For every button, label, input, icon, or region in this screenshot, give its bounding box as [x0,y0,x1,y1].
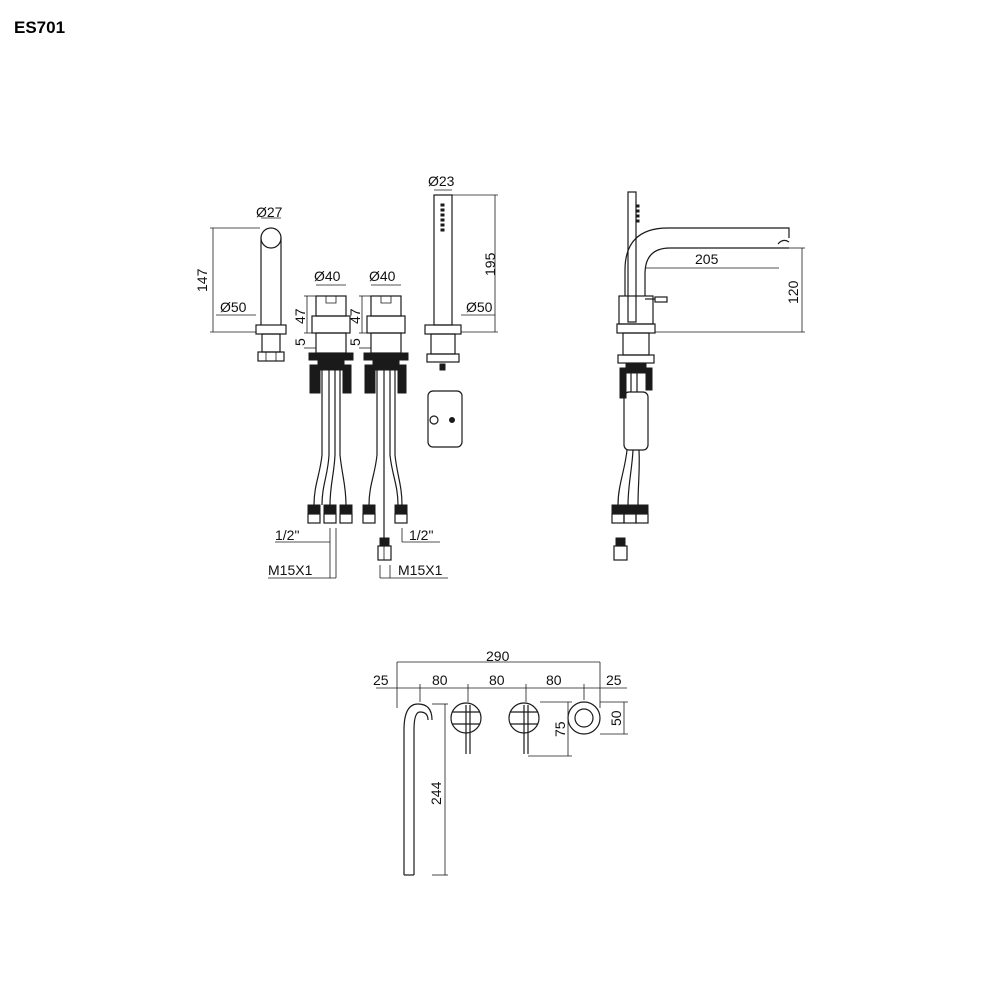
dim-half-inch-a: 1/2" [275,527,299,543]
dim-5-a: 5 [292,338,308,346]
dim-half-inch-b: 1/2" [409,527,433,543]
drawing-title: ES701 [14,18,65,37]
dim-d40-a: Ø40 [314,268,341,284]
dim-244: 244 [428,781,444,805]
dim-d23: Ø23 [428,173,455,189]
dim-25-left: 25 [373,672,389,688]
dim-50: 50 [608,710,624,726]
dim-m15x1-a: M15X1 [268,562,313,578]
mixer-valve-b [359,284,448,579]
mixer-valve-a [268,284,354,579]
dim-147: 147 [194,268,210,292]
spout-side-view [611,191,805,561]
dim-205: 205 [695,251,719,267]
dim-75: 75 [552,721,568,737]
dim-290: 290 [486,648,510,664]
top-plan-view [376,661,628,876]
dim-5-b: 5 [347,338,363,346]
dim-25-right: 25 [606,672,622,688]
dim-m15x1-b: M15X1 [398,562,443,578]
dim-47-a: 47 [292,308,308,324]
dim-47-b: 47 [347,308,363,324]
dim-195: 195 [482,252,498,276]
hand-shower-view [424,189,498,448]
dim-120: 120 [785,280,801,304]
dim-d50-left: Ø50 [220,299,247,315]
spout-front-view [210,217,287,362]
dim-d40-b: Ø40 [369,268,396,284]
dim-80-b: 80 [489,672,505,688]
dim-80-c: 80 [546,672,562,688]
dim-80-a: 80 [432,672,448,688]
dim-d50-right: Ø50 [466,299,493,315]
dim-d27: Ø27 [256,204,283,220]
